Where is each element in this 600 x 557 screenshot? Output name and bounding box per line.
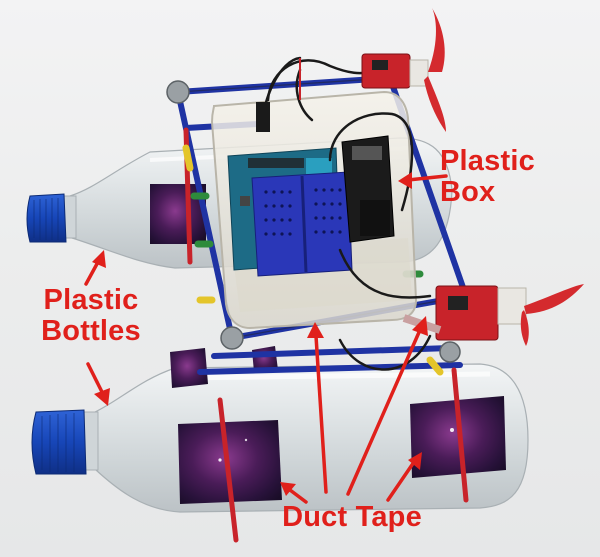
annotation-arrows xyxy=(84,172,448,504)
label-plastic-box: Plastic Box xyxy=(440,146,552,208)
label-duct-tape: Duct Tape xyxy=(282,501,422,533)
upper-motor xyxy=(361,8,446,132)
lower-bottle xyxy=(31,363,529,513)
lower-motor xyxy=(435,284,584,346)
duct-tape-upper xyxy=(150,184,206,244)
label-plastic-box-line2: Box xyxy=(440,176,496,208)
breadboard xyxy=(251,171,353,277)
duct-tape-lower-left xyxy=(178,420,282,504)
label-plastic-box-line1: Plastic xyxy=(440,145,535,177)
label-plastic-bottles: Plastic Bottles xyxy=(22,285,160,347)
label-plastic-bottles-line1: Plastic xyxy=(43,284,139,316)
battery xyxy=(341,135,395,243)
label-plastic-bottles-line2: Bottles xyxy=(41,315,141,347)
